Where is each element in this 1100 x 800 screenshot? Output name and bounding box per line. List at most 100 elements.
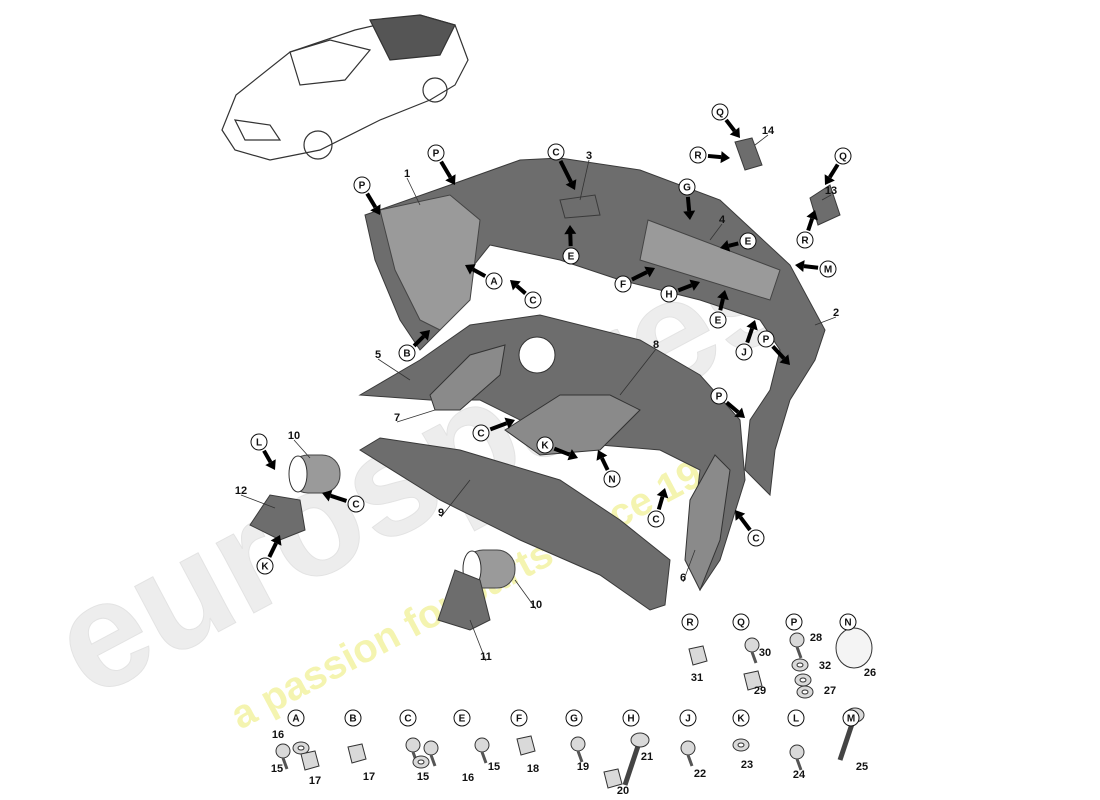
legend-number: 19: [577, 761, 589, 773]
arrow-icon: [265, 459, 276, 470]
arrow-icon: [720, 239, 731, 252]
legend-number: 25: [856, 761, 868, 773]
callout-text: J: [741, 348, 747, 359]
callout-c: C: [647, 510, 665, 528]
arrow-icon: [824, 174, 835, 185]
callout-text: P: [716, 392, 723, 403]
legend-letter: F: [510, 709, 528, 727]
callout-text: M: [847, 714, 855, 725]
arrow-icon: [806, 210, 818, 221]
arrow-icon: [270, 535, 282, 546]
legend-number: 23: [741, 759, 753, 771]
arrow-icon: [656, 488, 669, 499]
rear-bumper-parts: [249, 137, 841, 631]
part-number: 10: [288, 430, 300, 442]
part-number: 13: [825, 185, 837, 197]
legend-letter: B: [344, 709, 362, 727]
legend-letter: L: [787, 709, 805, 727]
bumper-reinforcement: [379, 194, 481, 331]
arrow-icon: [746, 320, 758, 331]
callout-text: P: [359, 181, 366, 192]
part-number: 8: [653, 339, 659, 351]
arrow-icon: [322, 490, 333, 502]
legend-number: 15: [417, 771, 429, 783]
callout-text: J: [685, 714, 691, 725]
arrow-icon: [734, 407, 745, 418]
callout-text: B: [349, 714, 356, 725]
legend-number: 17: [363, 771, 375, 783]
part-number: 3: [586, 150, 592, 162]
callout-text: C: [477, 429, 484, 440]
arrow-icon: [720, 151, 730, 164]
part-number: 7: [394, 412, 400, 424]
callout-text: C: [752, 534, 759, 545]
callout-h: H: [660, 285, 678, 303]
legend-letter: R: [681, 613, 699, 631]
callout-n: N: [603, 470, 621, 488]
fastener-hardware: [275, 627, 873, 789]
part-number: 1: [404, 168, 410, 180]
arrow-icon: [564, 225, 577, 235]
legend-letter: G: [565, 709, 583, 727]
legend-number: 16: [462, 772, 474, 784]
part-number: 4: [719, 214, 726, 226]
arrow-icon: [567, 449, 578, 461]
callout-f: F: [614, 275, 632, 293]
callout-c: C: [347, 495, 365, 513]
arrow-icon: [370, 204, 381, 215]
part-number: 14: [762, 125, 775, 137]
mesh-grille-right: [684, 454, 731, 592]
callout-text: L: [256, 438, 262, 449]
callout-text: R: [801, 236, 809, 247]
callout-text: K: [541, 441, 549, 452]
callout-text: P: [791, 618, 798, 629]
legend-letter: Q: [732, 613, 750, 631]
callout-k: K: [536, 436, 554, 454]
callout-q: Q: [834, 147, 852, 165]
arrow-icon: [510, 280, 521, 291]
callout-g: G: [678, 178, 696, 196]
legend-number: 31: [691, 672, 703, 684]
legend-letter: K: [732, 709, 750, 727]
legend-number: 20: [617, 785, 629, 797]
legend-number: 29: [754, 685, 766, 697]
arrow-icon: [795, 260, 805, 273]
callout-text: N: [608, 475, 615, 486]
callout-text: B: [403, 349, 410, 360]
part-number: 9: [438, 507, 444, 519]
undertray: [359, 437, 671, 611]
callout-text: G: [570, 714, 578, 725]
callout-text: F: [516, 714, 522, 725]
legend-number: 22: [694, 768, 706, 780]
callout-j: J: [735, 343, 753, 361]
part-number: 6: [680, 572, 686, 584]
callout-text: K: [261, 562, 269, 573]
callout-text: E: [459, 714, 466, 725]
legend-number: 27: [824, 685, 836, 697]
legend-number: 32: [819, 660, 831, 672]
callout-q: Q: [711, 103, 729, 121]
callout-text: H: [627, 714, 634, 725]
callout-e: E: [739, 232, 757, 250]
car-overview-illustration: [221, 14, 469, 161]
callout-text: E: [568, 252, 575, 263]
legend-number: 15: [271, 763, 283, 775]
arrow-icon: [729, 127, 740, 138]
arrow-icon: [689, 279, 700, 291]
callout-p: P: [757, 330, 775, 348]
arrow-icon: [445, 174, 456, 185]
legend-number: 28: [810, 632, 822, 644]
arrow-icon: [565, 179, 577, 190]
arrow-icon: [717, 290, 729, 301]
callout-k: K: [256, 557, 274, 575]
mounting-bracket-3: [559, 194, 601, 219]
legend-number: 26: [864, 667, 876, 679]
callout-m: M: [819, 260, 837, 278]
legend-letter: H: [622, 709, 640, 727]
callout-text: A: [490, 277, 497, 288]
legend-number: 16: [272, 729, 284, 741]
legend-letter: E: [453, 709, 471, 727]
callout-text: M: [824, 265, 832, 276]
